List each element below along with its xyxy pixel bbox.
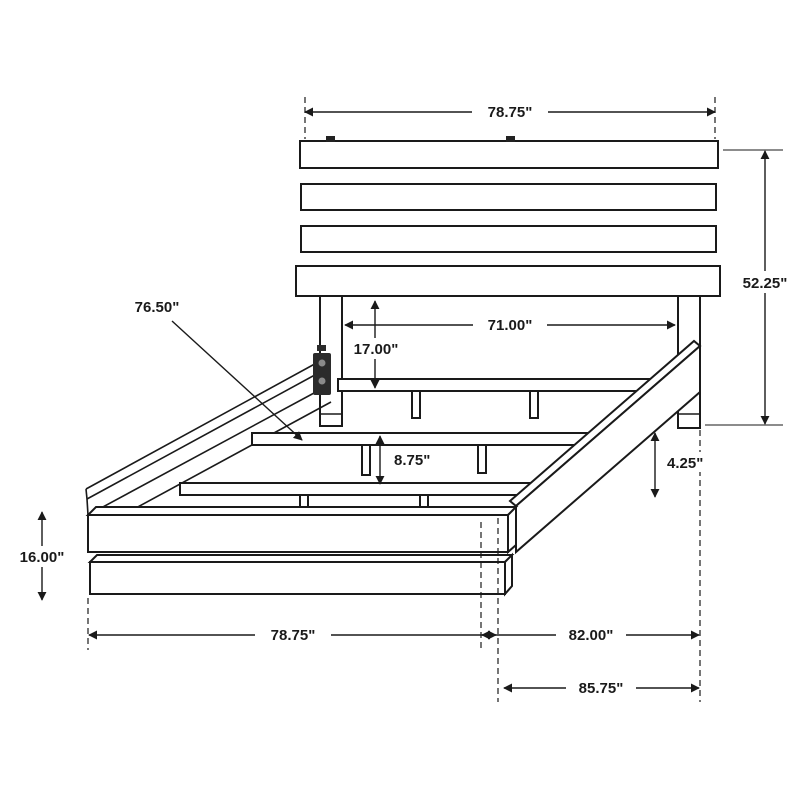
rail-length-leader	[171, 320, 303, 441]
dim-inner-width: 71.00"	[344, 314, 676, 335]
headboard-rail	[295, 265, 721, 297]
footboard-plank1-face	[87, 514, 509, 553]
footboard-plank2-end	[504, 552, 513, 597]
dim-label-rail-length: 76.50"	[135, 299, 180, 316]
bracket-screw-1	[318, 359, 326, 367]
bracket-screw-2	[318, 377, 326, 385]
left-rail-end-2	[86, 498, 89, 516]
footboard-plank1-end	[507, 504, 517, 555]
slat-front-board	[179, 482, 541, 496]
dim-slat-height: 8.75"	[375, 435, 442, 485]
dim-label-leg-height: 17.00"	[354, 341, 399, 358]
dim-leg-height: 17.00"	[344, 300, 408, 389]
side-rail-top-edge	[508, 339, 702, 508]
dim-overall-length: 85.75"	[503, 677, 700, 698]
dim-label-footboard-width: 78.75"	[271, 627, 316, 644]
headboard-plank-1	[299, 140, 719, 169]
dim-headboard-width: 78.75"	[304, 101, 716, 122]
side-rail-face	[515, 343, 701, 555]
dim-rail-drop: 4.25"	[650, 432, 715, 498]
headboard-clip-right	[506, 136, 515, 142]
left-rail-edge-4	[122, 401, 332, 516]
footboard-plank2-face	[89, 561, 506, 595]
slat-middle-leg-2	[477, 444, 487, 474]
bracket-hook	[317, 345, 326, 351]
left-rail-edge-1	[85, 359, 323, 490]
footboard-plank1-top	[85, 506, 519, 516]
slat-middle	[251, 432, 611, 476]
bracket-plate	[313, 353, 331, 395]
dim-overall-height: 52.25"	[731, 150, 799, 425]
dim-footboard-height: 16.00"	[10, 511, 74, 601]
dim-label-slat-height: 8.75"	[394, 452, 430, 469]
slat-back	[337, 378, 661, 419]
slat-middle-board	[251, 432, 611, 446]
dim-label-overall-length: 85.75"	[579, 680, 624, 697]
footboard-plank2-top	[87, 554, 515, 563]
dim-label-inner-width: 71.00"	[488, 317, 533, 334]
rail-bracket	[313, 345, 331, 395]
left-rail-edge-2	[86, 369, 325, 500]
headboard-clip-left	[326, 136, 335, 142]
dim-label-overall-height: 52.25"	[743, 275, 788, 292]
footboard	[85, 504, 519, 597]
dim-frame-length: 82.00"	[481, 624, 700, 645]
slat-back-leg-1	[411, 390, 421, 419]
left-rail-end-1	[85, 488, 88, 500]
dimensions: 78.75" 52.25" 71.00" 17.00" 76.50"	[10, 101, 799, 698]
dim-label-headboard-width: 78.75"	[488, 104, 533, 121]
bed-base	[85, 339, 702, 597]
dim-label-frame-length: 82.00"	[569, 627, 614, 644]
headboard-plank-3	[300, 225, 717, 253]
dim-footboard-width: 78.75"	[88, 624, 497, 645]
extension-lines	[87, 97, 783, 702]
left-rail-edge-3	[87, 385, 328, 516]
dim-label-rail-drop: 4.25"	[667, 455, 703, 472]
dim-rail-length: 76.50"	[135, 299, 303, 441]
slat-back-leg-2	[529, 390, 539, 419]
headboard-plank-2	[300, 183, 717, 211]
slat-middle-leg-1	[361, 444, 371, 476]
slat-back-board	[337, 378, 661, 392]
dim-label-footboard-height: 16.00"	[20, 549, 65, 566]
